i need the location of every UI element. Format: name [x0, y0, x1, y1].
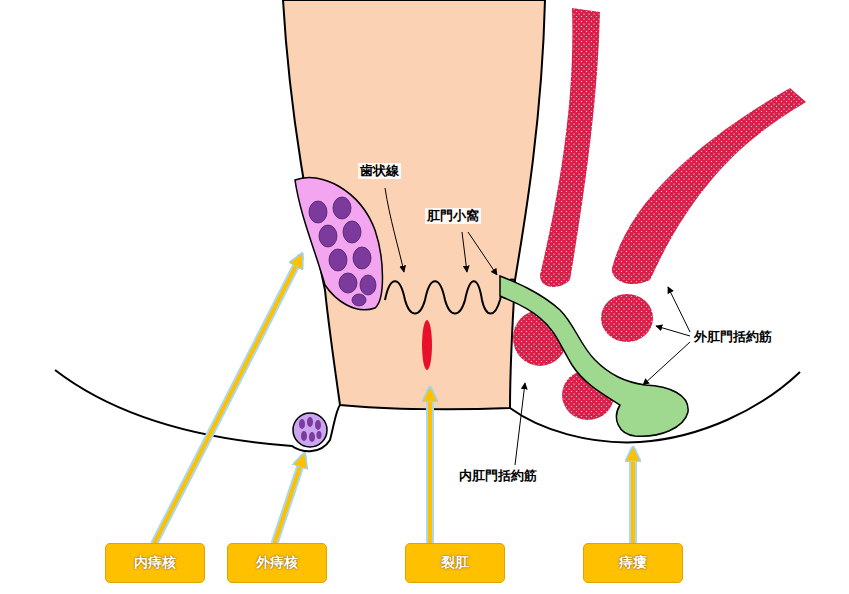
internal-hemorrhoid	[295, 177, 383, 309]
callout-text: 内痔核	[134, 554, 176, 572]
pointer-arrow	[155, 258, 633, 542]
dentate-line	[385, 279, 515, 313]
anal-canal	[283, 0, 545, 409]
hemorrhoid-veins	[299, 417, 322, 442]
callout-box: 外痔核	[227, 543, 327, 583]
anal-fistula	[500, 276, 688, 436]
part-label: 内肛門括約筋	[457, 468, 539, 484]
part-label: 歯状線	[358, 163, 401, 179]
anal-fissure	[422, 320, 432, 370]
callout-box: 内痔核	[105, 543, 205, 583]
callout-box: 裂肛	[405, 543, 505, 583]
hemorrhoid-veins	[309, 197, 376, 306]
external-hemorrhoid	[293, 413, 327, 447]
callout-text: 痔瘻	[619, 554, 647, 572]
part-label: 肛門小窩	[425, 208, 481, 224]
callout-box: 痔瘻	[583, 543, 683, 583]
callout-text: 裂肛	[441, 554, 469, 572]
callout-text: 外痔核	[256, 554, 298, 572]
external-sphincter	[513, 8, 806, 420]
skin-line	[55, 370, 340, 451]
part-label: 外肛門括約筋	[692, 329, 774, 345]
